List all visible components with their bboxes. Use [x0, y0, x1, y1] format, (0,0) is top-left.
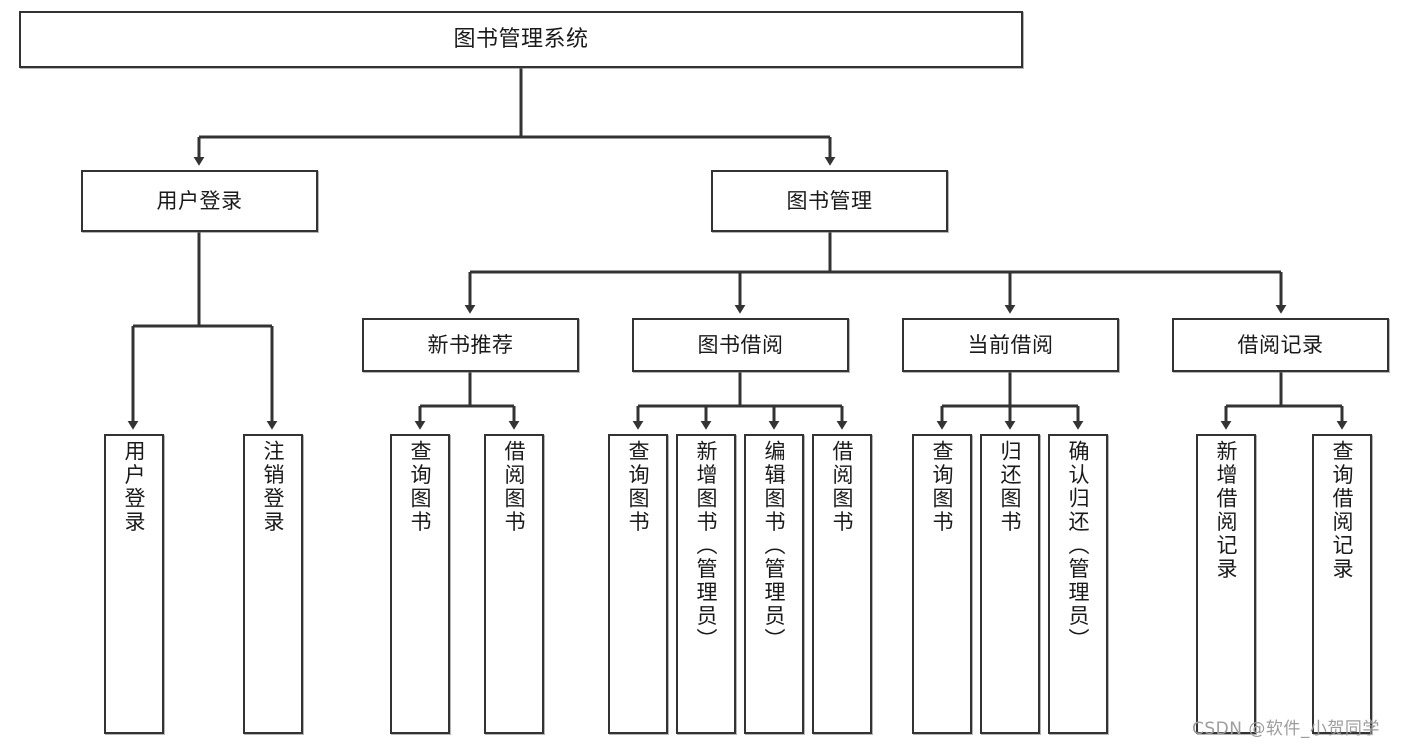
node-borrow-record-label: 借阅记录	[1237, 332, 1324, 357]
leaf-confirm-return-label: 确认归还（管理员）	[1066, 440, 1091, 652]
node-book-borrow-label: 图书借阅	[697, 332, 784, 357]
leaf-query-book-rec-label: 查询图书	[408, 440, 433, 534]
node-book-manage[interactable]: 图书管理	[711, 170, 948, 232]
leaf-query-book-cb[interactable]: 查询图书	[912, 434, 972, 734]
leaf-add-book[interactable]: 新增图书（管理员）	[676, 434, 736, 734]
leaf-query-book-bb-label: 查询图书	[626, 440, 651, 534]
leaf-logout[interactable]: 注销登录	[243, 434, 303, 734]
leaf-query-book-cb-label: 查询图书	[930, 440, 955, 534]
leaf-user-login-label: 用户登录	[122, 440, 147, 534]
leaf-add-book-label: 新增图书（管理员）	[694, 440, 719, 652]
leaf-add-record[interactable]: 新增借阅记录	[1196, 434, 1256, 734]
leaf-query-book-bb[interactable]: 查询图书	[608, 434, 668, 734]
leaf-borrow-book-bb[interactable]: 借阅图书	[812, 434, 872, 734]
leaf-borrow-book-bb-label: 借阅图书	[830, 440, 855, 534]
node-user-login[interactable]: 用户登录	[81, 170, 318, 232]
leaf-borrow-book-rec[interactable]: 借阅图书	[484, 434, 544, 734]
leaf-add-record-label: 新增借阅记录	[1214, 440, 1239, 581]
node-book-manage-label: 图书管理	[786, 188, 873, 213]
leaf-edit-book[interactable]: 编辑图书（管理员）	[744, 434, 804, 734]
node-new-book-rec-label: 新书推荐	[427, 332, 514, 357]
leaf-confirm-return[interactable]: 确认归还（管理员）	[1048, 434, 1108, 734]
node-borrow-record[interactable]: 借阅记录	[1172, 318, 1389, 372]
leaf-return-book-label: 归还图书	[998, 440, 1023, 534]
node-current-borrow[interactable]: 当前借阅	[902, 318, 1119, 372]
leaf-query-record[interactable]: 查询借阅记录	[1312, 434, 1372, 734]
leaf-query-book-rec[interactable]: 查询图书	[390, 434, 450, 734]
node-user-login-label: 用户登录	[156, 188, 243, 213]
leaf-user-login[interactable]: 用户登录	[104, 434, 164, 734]
leaf-logout-label: 注销登录	[261, 440, 286, 534]
node-new-book-rec[interactable]: 新书推荐	[362, 318, 579, 372]
leaf-return-book[interactable]: 归还图书	[980, 434, 1040, 734]
leaf-query-record-label: 查询借阅记录	[1330, 440, 1355, 581]
leaf-borrow-book-rec-label: 借阅图书	[502, 440, 527, 534]
node-root[interactable]: 图书管理系统	[19, 11, 1023, 68]
node-book-borrow[interactable]: 图书借阅	[632, 318, 849, 372]
csdn-watermark: CSDN @软件_小贺同学	[1192, 719, 1380, 739]
node-current-borrow-label: 当前借阅	[967, 332, 1054, 357]
leaf-edit-book-label: 编辑图书（管理员）	[762, 440, 787, 652]
node-root-label: 图书管理系统	[453, 26, 589, 52]
